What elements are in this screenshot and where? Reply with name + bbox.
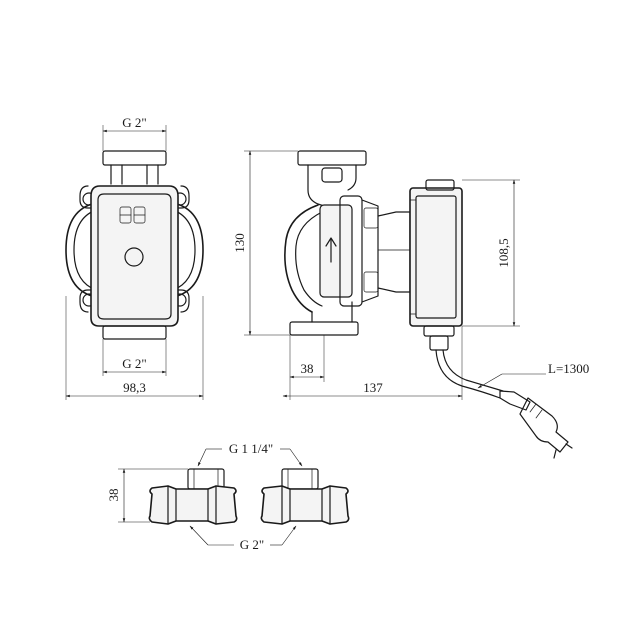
fitting-left [148, 468, 238, 525]
front-width-label: 98,3 [123, 380, 146, 395]
fittings-view [148, 468, 350, 525]
side-view-dimensions: 130 108,5 38 137 L=1300 [232, 150, 589, 400]
front-view [65, 150, 204, 340]
power-plug-icon [499, 390, 573, 459]
fitting-top-thread-label: G 1 1/4" [229, 441, 273, 456]
side-port-offset-label: 38 [301, 361, 314, 376]
front-bottom-thread-label: G 2" [122, 356, 146, 371]
fitting-right [260, 468, 350, 525]
control-button-icon [124, 247, 144, 267]
fitting-bottom-thread-label: G 2" [240, 537, 264, 552]
side-length-label: 137 [363, 380, 383, 395]
fitting-height-label: 38 [106, 489, 121, 502]
front-view-dimensions: G 2" G 2" 98,3 [65, 115, 204, 400]
cable-length-label: L=1300 [548, 361, 589, 376]
side-motor-height-label: 108,5 [496, 238, 511, 267]
fittings-dimensions: G 1 1/4" G 2" 38 [106, 441, 303, 552]
led-display-icon [119, 206, 146, 224]
flow-arrow-icon [325, 237, 337, 263]
front-top-thread-label: G 2" [122, 115, 146, 130]
side-view [284, 150, 573, 459]
side-height-label: 130 [232, 233, 247, 253]
